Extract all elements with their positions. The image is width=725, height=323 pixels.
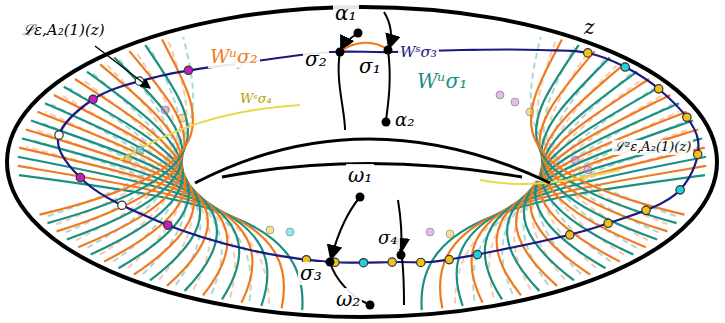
orbit-dot bbox=[604, 219, 612, 227]
orbit-dot bbox=[388, 258, 396, 266]
orbit-dot bbox=[445, 255, 453, 263]
faded-orbit-dot bbox=[446, 230, 454, 238]
faded-orbit-dot bbox=[426, 228, 434, 236]
orbit-dot bbox=[694, 150, 702, 158]
faded-orbit-dot bbox=[136, 146, 144, 154]
math-label: α₂ bbox=[393, 110, 416, 131]
unstable-manifold-curve bbox=[47, 45, 188, 223]
math-label: ω₁ bbox=[346, 164, 374, 187]
separatrix-curve bbox=[331, 197, 360, 259]
orbit-dot bbox=[654, 85, 662, 93]
faded-orbit-dot bbox=[496, 91, 504, 99]
faded-orbit-dot bbox=[178, 114, 186, 122]
faded-orbit-dot bbox=[286, 228, 294, 236]
math-label: ℒ²ε,A₂(1)(z) bbox=[612, 140, 693, 155]
orbit-dot bbox=[359, 259, 367, 267]
separatrix-curve bbox=[386, 50, 390, 120]
faded-orbit-dot bbox=[584, 166, 592, 174]
equilibrium-point bbox=[336, 48, 345, 57]
orbit-dot bbox=[164, 221, 172, 229]
unstable-manifold-curve bbox=[531, 40, 685, 215]
math-label: z bbox=[582, 16, 597, 39]
unstable-manifold-curve bbox=[26, 129, 228, 295]
orbit-dot bbox=[642, 206, 650, 214]
equilibrium-point bbox=[397, 251, 406, 260]
separatrix-curve bbox=[384, 12, 391, 48]
separatrix-curve bbox=[339, 52, 345, 130]
unstable-manifold-curve bbox=[340, 43, 388, 52]
math-label: Wᵘσ₂ bbox=[208, 46, 260, 68]
equilibrium-point bbox=[326, 258, 335, 267]
stable-manifold-loop bbox=[58, 49, 698, 262]
math-label: ℒε,A₂(1)(z) bbox=[20, 22, 107, 39]
orbit-dot bbox=[683, 113, 691, 121]
orbit-dot bbox=[55, 131, 63, 139]
math-label: Wᵘσ₁ bbox=[415, 70, 469, 93]
faded-orbit-dot bbox=[266, 226, 274, 234]
faded-orbit-dot bbox=[571, 156, 579, 164]
torus-outline bbox=[7, 7, 717, 317]
math-label: Wˢσ₃ bbox=[398, 44, 439, 61]
torus-ground bbox=[7, 7, 717, 317]
math-label: σ₄ bbox=[376, 228, 400, 249]
math-label: α₁ bbox=[333, 2, 359, 25]
math-label: Wˢσ₄ bbox=[238, 92, 274, 107]
unstable-manifold-curve bbox=[536, 45, 677, 223]
faded-orbit-dot bbox=[124, 154, 132, 162]
equilibrium-point bbox=[354, 29, 363, 38]
faded-orbit-dot bbox=[526, 108, 534, 116]
orbit-dot bbox=[417, 258, 425, 266]
faded-orbit-dot bbox=[511, 98, 519, 106]
orbit-dot bbox=[566, 231, 574, 239]
math-label: σ₂ bbox=[303, 48, 329, 71]
separatrix-curve bbox=[402, 258, 404, 305]
orbit-dot bbox=[621, 63, 629, 71]
orbit-dot bbox=[584, 49, 592, 57]
leader-line bbox=[95, 46, 150, 88]
orbit-dot bbox=[118, 201, 126, 209]
math-label: ω₂ bbox=[334, 288, 362, 311]
equilibrium-point bbox=[382, 118, 391, 127]
orbit-dot bbox=[89, 95, 97, 103]
orbit-dot bbox=[676, 186, 684, 194]
equilibrium-point bbox=[356, 193, 365, 202]
equilibrium-point bbox=[384, 46, 393, 55]
orbit-dot bbox=[473, 250, 481, 258]
orbit-dot bbox=[76, 173, 84, 181]
math-label: σ₁ bbox=[357, 55, 383, 78]
equilibrium-point bbox=[366, 301, 375, 310]
orbit-dot bbox=[184, 66, 192, 74]
math-label: σ₃ bbox=[298, 262, 324, 285]
faded-orbit-dot bbox=[161, 106, 169, 114]
